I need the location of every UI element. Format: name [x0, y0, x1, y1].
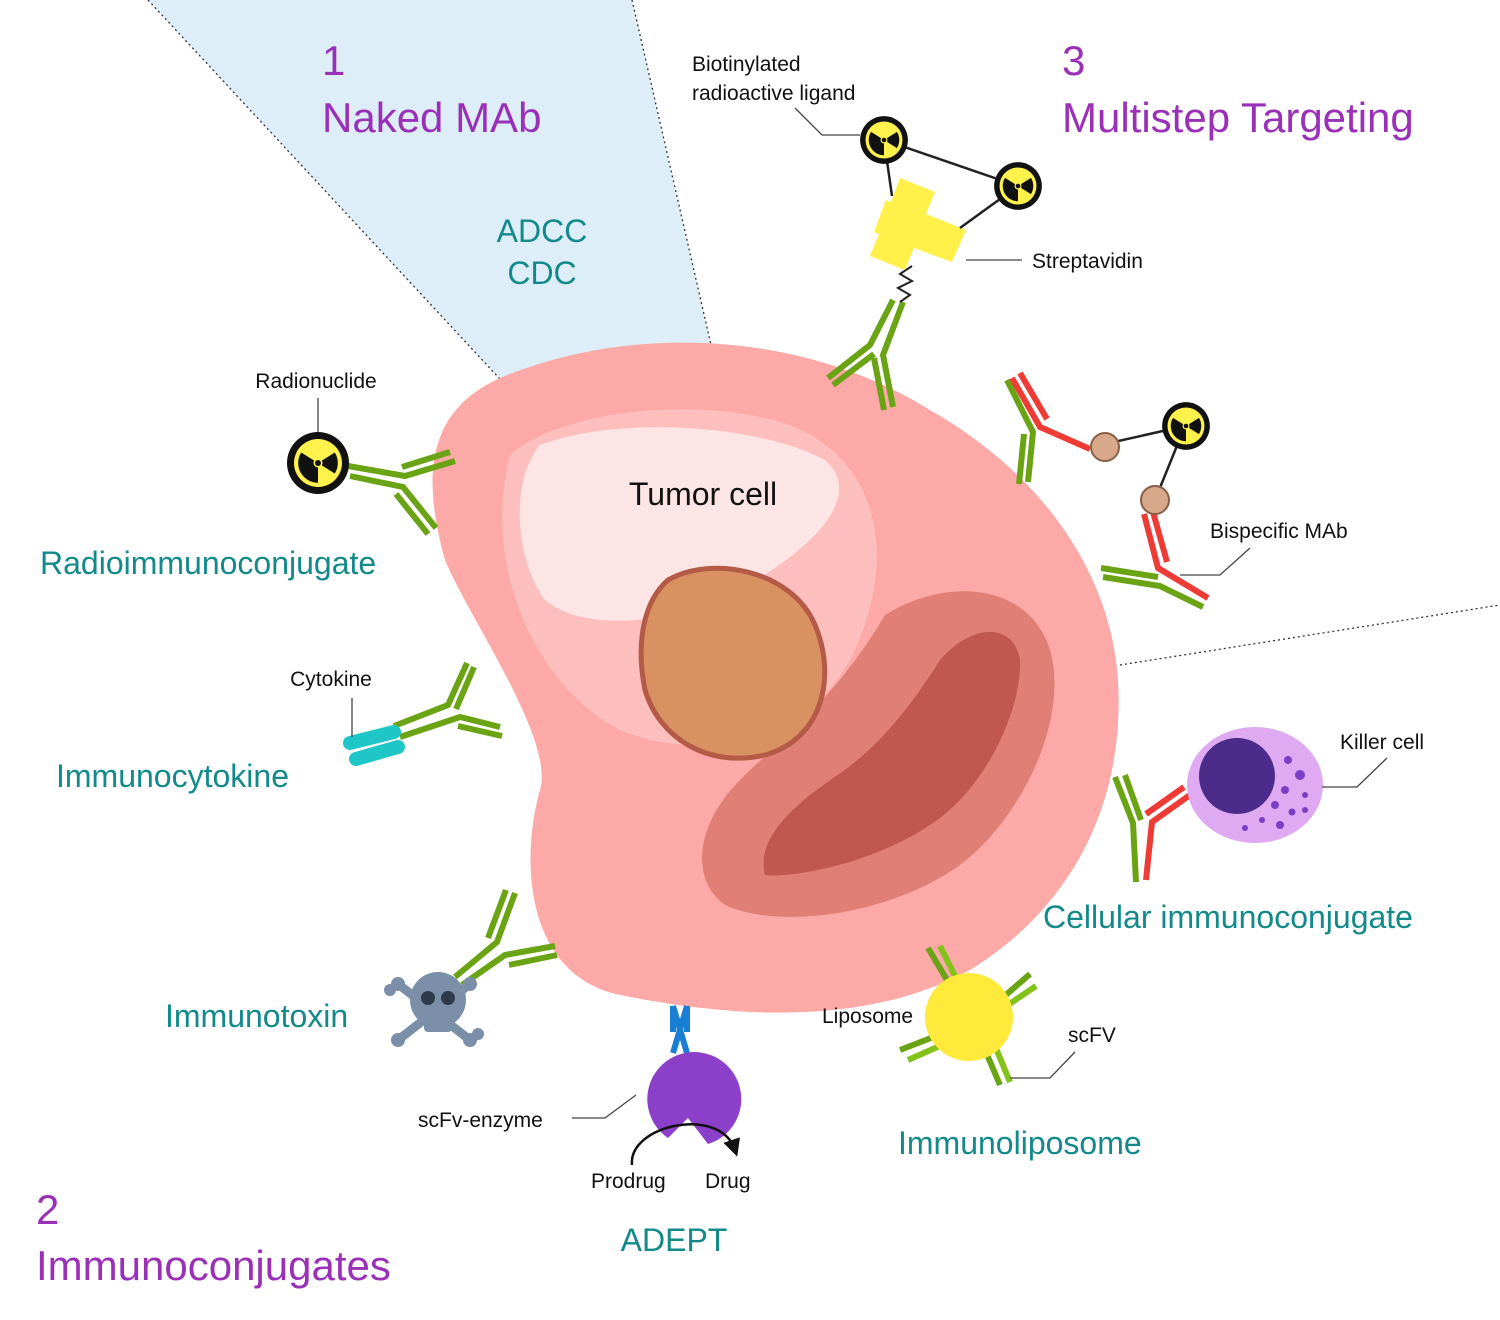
naked-region-left-boundary	[147, 0, 513, 393]
radioimmunoconjugate-label: Radioimmunoconjugate	[40, 545, 376, 581]
bispecific-label: Bispecific MAb	[1210, 520, 1348, 543]
immunocytokine-label: Immunocytokine	[56, 758, 289, 794]
immunotoxin-antibody	[453, 888, 558, 988]
immunotoxin-label: Immunotoxin	[165, 998, 348, 1034]
adept-scfv-linker	[670, 1005, 690, 1054]
skull-crossbones-icon	[384, 972, 484, 1047]
curved-arrow-icon	[630, 1123, 740, 1166]
scfv-label: scFV	[1068, 1024, 1116, 1047]
cytoplasm-light	[519, 427, 840, 621]
bispecific-leader	[1180, 547, 1251, 576]
killer-cell-label: Killer cell	[1340, 731, 1424, 754]
prodrug-label: Prodrug	[591, 1170, 666, 1193]
killer-cell-nucleus	[1199, 738, 1275, 814]
liposome-label: Liposome	[822, 1005, 913, 1028]
nucleus	[638, 565, 828, 761]
cytokine-icon	[343, 725, 405, 766]
cellular-antibody	[1112, 773, 1192, 883]
cdc-label: CDC	[507, 255, 576, 291]
naked-region-right-boundary	[631, 0, 715, 359]
cellular-immunoconjugate-label: Cellular immunoconjugate	[1043, 899, 1413, 935]
section-3-title: Multistep Targeting	[1062, 94, 1414, 141]
bispecific-radionuclide-icon	[1162, 402, 1210, 450]
streptavidin-linker	[895, 265, 915, 303]
scfv-enzyme-label: scFv-enzyme	[418, 1109, 543, 1132]
radionuclide-icon	[287, 432, 349, 494]
biotin-label-line1: Biotinylated	[692, 53, 801, 76]
biotin-radionuclide-icon-2	[994, 162, 1042, 210]
tumor-cell	[432, 342, 1119, 1013]
biotin-label-line2: radioactive ligand	[692, 82, 855, 105]
immunoliposome-label: Immunoliposome	[898, 1125, 1142, 1161]
bispecific-bead-2	[1140, 485, 1170, 515]
section-1-title: Naked MAb	[322, 94, 541, 141]
drug-label: Drug	[705, 1170, 751, 1193]
biotin-radionuclide-icon-1	[860, 116, 908, 164]
scfv-enzyme-icon	[647, 1052, 742, 1144]
section-3-number: 3	[1062, 37, 1085, 84]
organelle-inner	[763, 631, 1021, 876]
cytokine-label: Cytokine	[290, 668, 372, 691]
tumor-cell-label: Tumor cell	[629, 476, 777, 512]
multistep-antibody	[826, 298, 906, 411]
immunocytokine-antibody	[392, 661, 503, 740]
bispecific-bead-1	[1090, 432, 1120, 462]
killer-cell	[1187, 727, 1323, 843]
biotin-leader	[794, 107, 860, 136]
naked-mab-region	[148, 0, 714, 392]
section-2-number: 2	[36, 1186, 59, 1233]
radioimmunoconjugate-antibody	[347, 449, 456, 536]
bispecific-antibody-lower	[1100, 511, 1210, 610]
killer-cell-leader	[1322, 757, 1388, 788]
radionuclide-label: Radionuclide	[255, 370, 376, 393]
streptavidin-icon	[870, 178, 966, 270]
section-2-title: Immunoconjugates	[36, 1242, 391, 1289]
adcc-label: ADCC	[497, 213, 588, 249]
adept-label: ADEPT	[621, 1222, 728, 1258]
scfv-leader	[1010, 1051, 1076, 1079]
bispecific-antibody-upper	[1004, 371, 1092, 485]
liposome-icon	[925, 973, 1013, 1061]
scfv-enzyme-leader	[572, 1094, 637, 1119]
section-1-number: 1	[322, 37, 345, 84]
multistep-region-boundary	[1119, 604, 1500, 666]
streptavidin-label: Streptavidin	[1032, 250, 1143, 273]
